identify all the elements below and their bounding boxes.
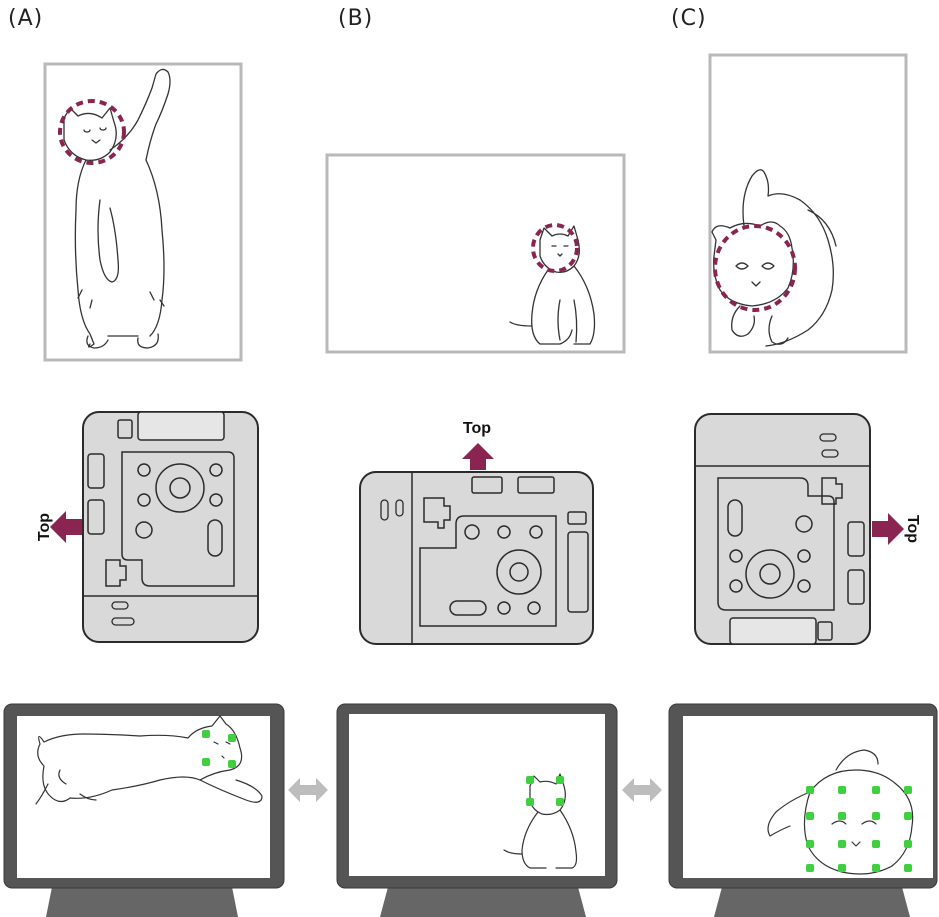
orientation-arrow-left: Top [36, 511, 82, 543]
cat-illustration [35, 715, 263, 805]
top-label-a: Top [36, 513, 53, 541]
monitor-c [668, 703, 938, 917]
top-label-b: Top [463, 420, 491, 437]
monitor-a [3, 703, 285, 917]
cat-illustration [63, 68, 171, 349]
label-a: (A) [8, 6, 44, 31]
camera-body-b [359, 471, 594, 645]
label-c: (C) [671, 6, 707, 31]
top-label-c: Top [904, 515, 921, 543]
swap-arrow-icon [622, 778, 662, 802]
camera-body-a [82, 411, 259, 643]
face-detection-frame [806, 786, 912, 872]
photo-frame-b [325, 153, 626, 354]
swap-arrow-icon [288, 778, 328, 802]
photo-frame-c [708, 53, 908, 354]
cat-illustration [503, 773, 578, 869]
cat-illustration [767, 749, 914, 875]
photo-frame-a [43, 62, 243, 362]
face-detection-frame [202, 730, 236, 768]
orientation-arrow-up: Top [462, 420, 494, 470]
monitor-b [336, 703, 618, 917]
label-b: (B) [338, 6, 374, 31]
camera-body-c [694, 413, 871, 645]
face-detection-frame [526, 776, 564, 806]
orientation-arrow-right: Top [872, 513, 921, 545]
